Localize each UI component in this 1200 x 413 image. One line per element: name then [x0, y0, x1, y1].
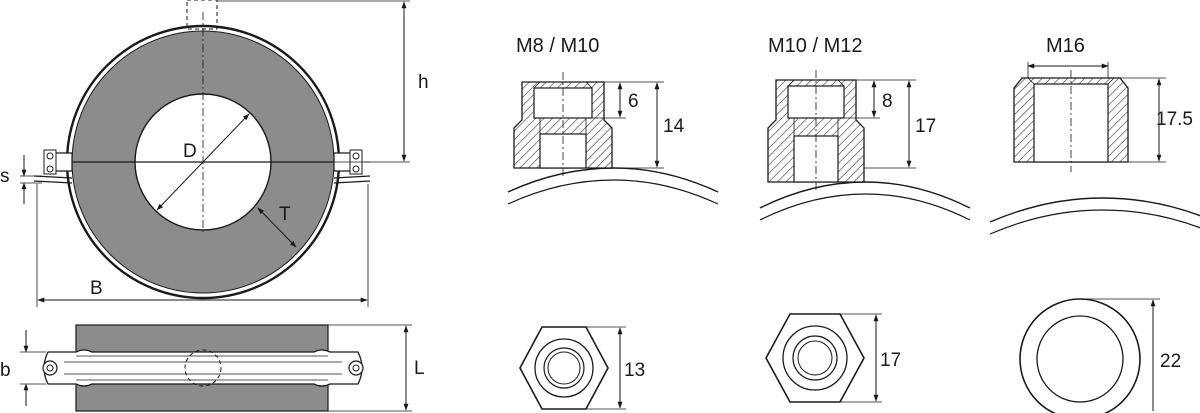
dimension-D	[156, 113, 250, 211]
dimension-T	[257, 207, 297, 248]
nut2-width-across-flats: 17	[880, 350, 901, 371]
right-tab	[333, 149, 371, 184]
nut2-title: M10 / M12	[768, 35, 862, 57]
nut1-thread-depth: 6	[628, 91, 639, 112]
nut2-thread-depth: 8	[882, 91, 893, 112]
left-screw-hole	[42, 360, 58, 376]
nut3-title: M16	[1046, 35, 1085, 57]
label-L: L	[414, 358, 425, 379]
nut-m10-m12-section: M10 / M12 8 17	[759, 35, 971, 221]
nut-m16-round-view: 22	[1019, 298, 1181, 413]
nut1-title: M8 / M10	[516, 35, 599, 57]
nut-m8-m10-hex-view: 13	[519, 326, 645, 410]
label-T: T	[279, 204, 291, 225]
nut3-diameter: 22	[1160, 351, 1181, 372]
nut-m10-m12-hex-view: 17	[765, 313, 901, 403]
right-screw-hole	[348, 360, 364, 376]
nut3-height: 17.5	[1156, 109, 1193, 130]
boss-hidden	[184, 349, 222, 387]
nut-m16-section: M16 17.5	[989, 35, 1200, 235]
nut-m8-m10-section: M8 / M10 6 14	[507, 35, 719, 205]
label-h: h	[418, 72, 429, 93]
clamp-top-view: b L	[0, 324, 425, 412]
nut2-height: 17	[915, 116, 936, 137]
nut1-width-across-flats: 13	[624, 360, 645, 381]
clamp-front-view: h D T s B	[0, 0, 429, 307]
band-strap	[43, 349, 363, 387]
label-D: D	[183, 141, 197, 162]
left-tab	[33, 149, 73, 184]
label-B: B	[90, 278, 103, 299]
label-b: b	[0, 360, 11, 381]
top-boss-hidden	[186, 0, 218, 30]
label-s: s	[0, 166, 10, 187]
nut1-height: 14	[663, 116, 685, 137]
